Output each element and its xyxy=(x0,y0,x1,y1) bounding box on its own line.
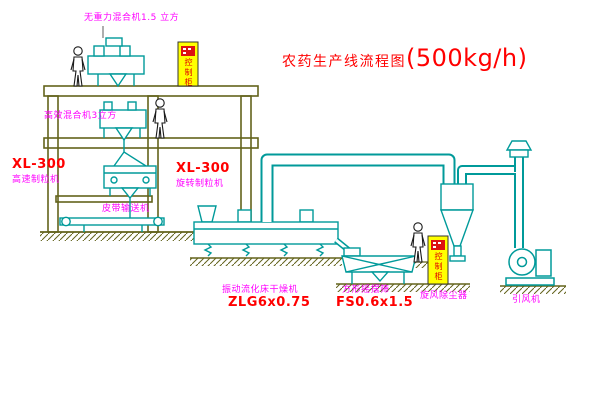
gravity-free-mixer xyxy=(87,37,145,88)
label-high-efficiency-mixer: 高效混合机3立方 xyxy=(44,111,117,121)
label-granulator-left-model: XL-300 xyxy=(12,157,66,172)
label-dryer-name: 振动流化床干燥机 xyxy=(222,285,299,295)
title-text: 农药生产线流程图 xyxy=(282,54,406,70)
label-dryer-model: ZLG6x0.75 xyxy=(228,295,311,310)
vibration-spring xyxy=(315,243,325,257)
label-granulator-right-name: 旋转制粒机 xyxy=(176,179,224,189)
worker-figure-floor2 xyxy=(152,98,168,139)
granulator xyxy=(103,165,157,218)
label-gravity-free-mixer: 无重力混合机1.5 立方 xyxy=(84,13,180,23)
label-fan: 引风机 xyxy=(512,295,541,305)
label-granulator-left-name: 高速制粒机 xyxy=(12,175,60,185)
label-cabinet-2: 控制柜 xyxy=(434,252,443,282)
induced-draft-fan xyxy=(505,248,555,286)
label-cabinet-1: 控制柜 xyxy=(184,58,193,88)
label-granulator-right-model: XL-300 xyxy=(176,161,230,176)
fluid-bed-dryer xyxy=(193,205,339,257)
label-belt-conveyor: 皮带输送机 xyxy=(102,204,150,214)
title-rate: (500kg/h) xyxy=(406,44,528,72)
worker-figure-roof xyxy=(70,46,86,87)
control-cabinet-1 xyxy=(177,41,199,87)
exhaust-stack-cap xyxy=(505,140,533,158)
belt-conveyor xyxy=(59,216,165,232)
building-frame xyxy=(43,85,259,233)
drawing-title: 农药生产线流程图 (500kg/h) xyxy=(282,44,527,72)
cabinet-screen xyxy=(181,46,195,56)
label-sieve-model: FS0.6x1.5 xyxy=(336,295,414,310)
exhaust-duct-main xyxy=(260,153,456,222)
cyclone-separator xyxy=(440,183,474,262)
vibration-spring xyxy=(203,243,213,257)
label-cyclone: 旋风除尘器 xyxy=(420,291,468,301)
vibration-spring xyxy=(241,243,251,257)
control-cabinet-2 xyxy=(427,235,449,285)
label-sieve-name: 方形摇摆筛 xyxy=(342,285,390,295)
cabinet-screen xyxy=(431,240,445,250)
square-sieve xyxy=(341,247,417,284)
vibration-spring xyxy=(279,243,289,257)
high-efficiency-mixer xyxy=(99,101,147,167)
